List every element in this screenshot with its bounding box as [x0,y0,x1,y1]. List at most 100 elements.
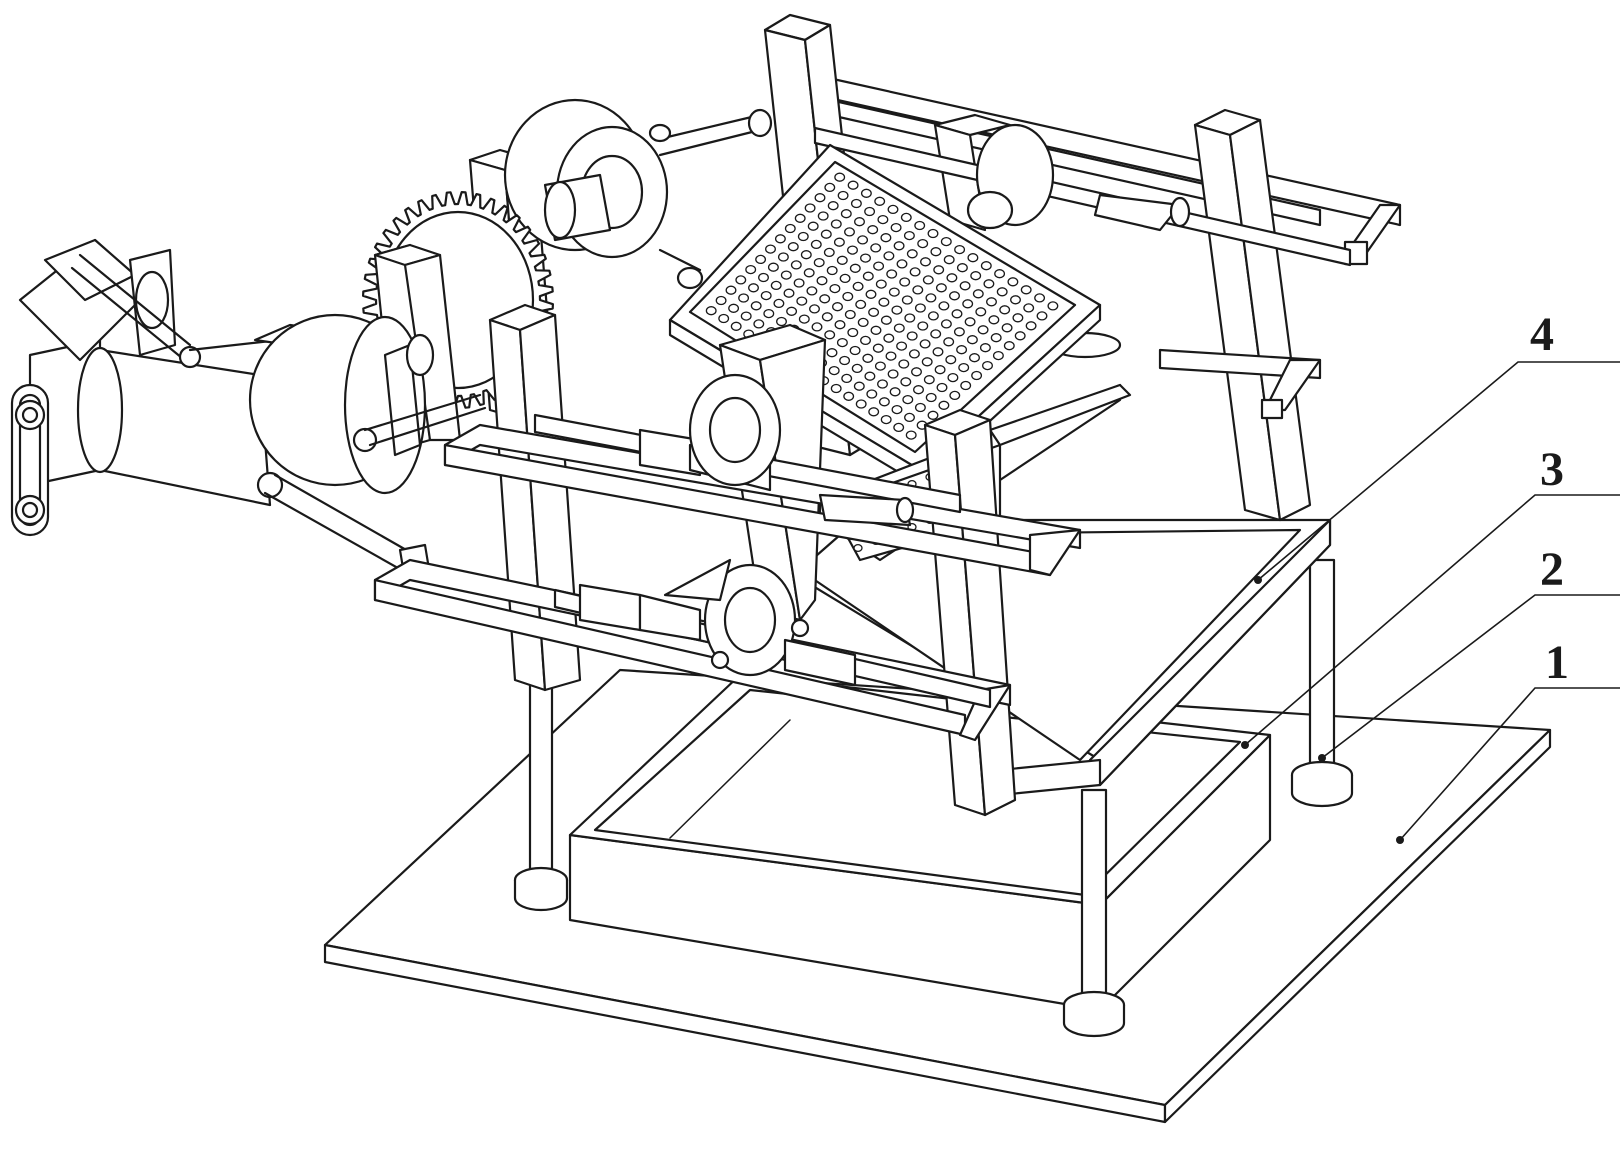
sieve-hole [821,312,833,322]
sieve-hole [927,311,939,321]
sieve-hole [820,229,832,239]
sieve-hole [971,370,983,381]
sieve-hole [860,188,872,198]
sieve-hole [1020,285,1032,295]
sieve-hole [949,291,960,301]
sieve-hole [880,233,892,243]
sieve-hole [1047,301,1059,311]
sieve-hole [767,262,779,272]
sieve-hole [1001,323,1013,333]
sieve-hole [922,275,934,285]
sieve-hole [1023,303,1035,313]
sieve-hole [830,219,842,229]
sieve-hole [949,390,961,401]
sieve-hole [806,286,818,296]
sieve-hole [774,234,786,244]
sieve-hole [925,392,937,403]
sieve-hole [836,255,848,265]
sieve-hole [857,235,869,245]
sieve-hole [887,369,899,379]
sieve-hole [839,355,851,366]
sieve-hole [938,400,950,410]
sieve-hole [972,289,984,299]
sieve-hole [880,315,892,325]
sieve-hole [854,217,865,227]
sieve-hole [850,198,862,209]
sieve-hole [967,253,979,263]
sieve-hole [842,291,854,302]
sieve-hole [823,247,835,258]
sieve-hole [753,319,765,329]
sieve-hole [826,348,838,358]
chute-hole [853,543,863,553]
sieve-hole [1036,311,1048,321]
sieve-hole [893,422,905,433]
sieve-hole [797,231,809,242]
sieve-hole [899,277,911,287]
sieve-hole [1025,321,1037,331]
sieve-hole [994,269,1006,279]
sieve-hole [800,250,812,260]
sieve-hole [935,283,947,293]
sieve-hole [1010,295,1021,305]
sieve-hole [832,302,843,312]
sieve-hole [787,242,799,252]
sieve-hole [865,289,877,299]
sieve-hole [760,290,772,301]
sieve-hole [983,279,995,289]
sieve-hole [1003,341,1015,351]
sieve-hole [807,221,819,231]
sieve-hole [834,172,846,182]
sieve-hole [969,353,980,363]
sieve-hole [954,244,966,255]
sieve-hole [819,294,831,304]
sieve-hole [864,371,876,381]
sieve-hole [804,203,816,213]
sieve-hole [906,249,918,259]
sieve-hole [930,247,942,257]
sieve-hole [847,245,858,255]
sieve-hole [728,303,740,313]
sieve-hole [862,271,874,281]
sieve-hole [870,243,882,253]
sieve-hole [911,367,922,377]
sieve-hole [873,261,885,271]
callouts: 4 3 2 1 [1241,308,1620,844]
sieve-hole [896,259,908,269]
sieve-hole [866,389,878,399]
sieve-hole [755,254,767,265]
sieve-hole [810,239,822,250]
sieve-hole [878,397,890,407]
motor-housing [10,238,282,537]
sieve-hole [962,299,974,309]
sieve-hole [1007,277,1019,287]
sieve-hole [940,236,952,247]
sieve-hole [905,430,917,440]
sieve-hole [874,361,886,371]
sieve-hole [920,257,931,267]
sieve-hole [813,257,825,268]
sieve-hole [921,357,933,367]
sieve-hole [887,204,899,215]
sieve-hole [783,288,795,298]
sieve-hole [837,190,849,201]
sieve-hole [738,293,750,303]
sieve-hole [798,314,810,324]
sieve-hole [986,297,997,307]
sieve-hole [1012,313,1024,323]
sieve-hole [853,381,865,391]
sieve-hole [794,213,806,223]
sieve-hole [988,315,1000,325]
front-rollers [533,373,992,709]
sieve-hole [860,335,871,346]
sieve-hole [951,309,963,319]
sieve-hole [847,327,859,338]
sieve-hole [945,355,957,365]
sieve-hole [930,329,942,339]
sieve-hole [906,331,918,341]
sieve-hole [860,253,871,263]
sieve-hole [855,399,867,409]
sieve-hole [901,295,913,305]
sieve-hole [817,211,829,221]
sieve-hole [943,337,955,347]
